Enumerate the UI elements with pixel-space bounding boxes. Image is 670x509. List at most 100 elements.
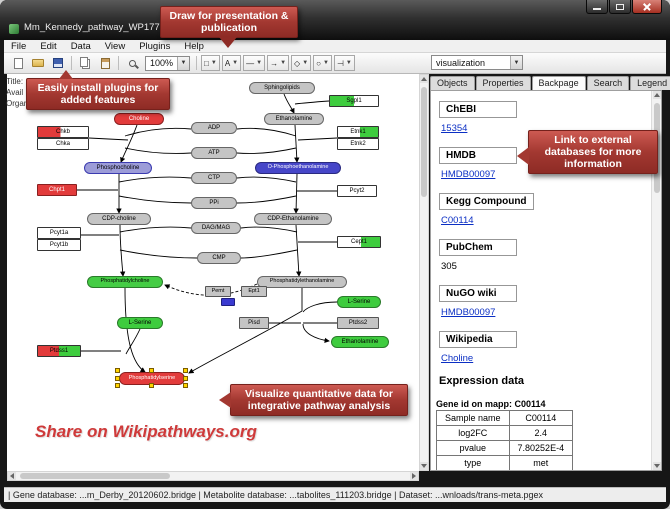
scroll-right-button[interactable] (410, 472, 418, 480)
horizontal-scroll-thumb[interactable] (20, 473, 170, 479)
minimize-button[interactable] (586, 0, 608, 14)
menu-help[interactable]: Help (184, 40, 204, 52)
interaction-tool[interactable]: ⊣▼ (333, 55, 355, 71)
canvas-horizontal-scrollbar[interactable] (7, 471, 419, 481)
pathway-node-atp[interactable]: ATP (191, 147, 237, 159)
backpage-value-kegg-compound[interactable]: C00114 (441, 215, 474, 226)
pathway-node-chkb[interactable]: Chkb (37, 126, 89, 138)
selection-handle[interactable] (183, 375, 188, 381)
pathway-edge (295, 224, 302, 277)
save-icon (53, 58, 63, 68)
pathway-node-chpt1[interactable]: Chpt1 (37, 184, 77, 196)
toolbar-separator (196, 56, 198, 70)
backpage-value-pubchem: 305 (441, 261, 457, 272)
pathway-node-ept1[interactable]: Ept1 (241, 286, 267, 297)
backpage-value-wikipedia[interactable]: Choline (441, 353, 474, 364)
pathway-node-cdp-choline[interactable]: CDP-choline (87, 213, 151, 225)
scroll-left-button[interactable] (8, 472, 16, 480)
save-button[interactable] (49, 55, 67, 71)
pathway-node-ptdss1[interactable]: Ptdss1 (37, 345, 81, 357)
pathway-node-pcyt1b[interactable]: Pcyt1b (37, 239, 81, 251)
selection-handle[interactable] (115, 375, 120, 381)
paste-button[interactable] (96, 55, 114, 71)
pathway-node-ptdss2[interactable]: Ptdss2 (337, 317, 379, 329)
toolbar: 100% ▼ □▼A▼—▼→▼◇▼○▼⊣▼ visualization ▼ (4, 53, 666, 74)
visualization-combobox[interactable]: visualization ▼ (431, 55, 523, 70)
pathway-node-pcyt2[interactable]: Pcyt2 (337, 185, 377, 197)
line-tool[interactable]: —▼ (243, 55, 266, 71)
ellipse-tool[interactable]: ○▼ (313, 55, 332, 71)
pathway-edge (236, 147, 297, 154)
zoom-button[interactable] (123, 55, 141, 71)
pathway-node-o-phosphoethanolamine[interactable]: O-Phosphoethanolamine (255, 162, 341, 174)
pathway-node-pemt[interactable]: Pemt (205, 286, 231, 297)
backpage-value-chebi[interactable]: 15354 (441, 123, 468, 134)
pathway-node-ethanolamine-bottom[interactable]: Ethanolamine (331, 336, 389, 348)
table-cell: log2FC (436, 425, 510, 441)
menu-edit[interactable]: Edit (40, 40, 57, 52)
tab-properties[interactable]: Properties (475, 76, 531, 90)
pathway-edge (118, 176, 192, 183)
triangle-right-icon (412, 473, 416, 479)
pathway-node-dag-mag[interactable]: DAG/MAG (191, 222, 241, 234)
tab-objects[interactable]: Objects (430, 76, 475, 90)
shape-tool[interactable]: ◇▼ (291, 55, 312, 71)
menu-data[interactable]: Data (70, 40, 91, 52)
selection-handle[interactable] (115, 383, 120, 388)
chevron-down-icon[interactable]: ▼ (510, 56, 522, 69)
tab-legend[interactable]: Legend (630, 76, 670, 90)
menu-file[interactable]: File (11, 40, 27, 52)
label-tool[interactable]: A▼ (221, 55, 242, 71)
backpage-value-nugo-wiki[interactable]: HMDB00097 (441, 307, 496, 318)
scroll-down-button[interactable] (653, 462, 661, 470)
pathway-node-cept1[interactable]: Cept1 (337, 236, 381, 248)
zoom-combobox[interactable]: 100% ▼ (145, 55, 191, 71)
pathway-node-etnk1[interactable]: Etnk1 (337, 126, 379, 138)
selection-handle[interactable] (149, 368, 154, 373)
menu-view[interactable]: View (104, 40, 126, 52)
datanode-tool[interactable]: □▼ (201, 55, 220, 71)
pathway-node-adp[interactable]: ADP (191, 122, 237, 134)
tab-search[interactable]: Search (586, 76, 630, 90)
open-button[interactable] (29, 55, 47, 71)
pathway-node-l-serine-left[interactable]: L-Serine (117, 317, 163, 329)
close-button[interactable] (632, 0, 662, 14)
pathway-node-cdp-ethanolamine[interactable]: CDP-Ethanolamine (254, 213, 332, 225)
ellipse-tool-icon: ○ (316, 58, 321, 68)
pathway-node-pcyt1a[interactable]: Pcyt1a (37, 227, 81, 239)
selection-handle[interactable] (183, 383, 188, 388)
scroll-down-button[interactable] (420, 462, 428, 470)
pathway-node-cmp[interactable]: CMP (197, 252, 241, 264)
pathway-node-data-box[interactable] (221, 298, 235, 306)
maximize-button[interactable] (609, 0, 631, 14)
status-bar: | Gene database: ...m_Derby_20120602.bri… (4, 487, 666, 502)
pathway-node-chka[interactable]: Chka (37, 138, 89, 150)
pathway-node-phosphatidylethanolamine[interactable]: Phosphatidylethanolamine (257, 276, 347, 288)
title-bar[interactable]: Mm_Kennedy_pathway_WP1771_45176.gpml (0, 0, 670, 40)
pathway-node-ctp[interactable]: CTP (191, 172, 237, 184)
pathway-node-choline[interactable]: Choline (114, 113, 164, 125)
pathway-node-l-serine-right[interactable]: L-Serine (337, 296, 381, 308)
vertical-scroll-thumb[interactable] (421, 87, 427, 197)
menu-plugins[interactable]: Plugins (139, 40, 171, 52)
pathway-node-pisd[interactable]: Pisd (239, 317, 269, 329)
tab-backpage[interactable]: Backpage (531, 76, 586, 90)
backpage-value-hmdb[interactable]: HMDB00097 (441, 169, 496, 180)
pathway-node-sphingolipids[interactable]: Sphingolipids (249, 82, 315, 94)
pathway-node-ethanolamine-top[interactable]: Ethanolamine (264, 113, 324, 125)
pathway-node-etnk2[interactable]: Etnk2 (337, 138, 379, 150)
pathway-node-ppi[interactable]: PPi (191, 197, 237, 209)
pathway-node-phosphatidylcholine[interactable]: Phosphatidylcholine (87, 276, 163, 288)
chevron-down-icon[interactable]: ▼ (177, 56, 190, 70)
copy-button[interactable] (76, 55, 94, 71)
arrow-tool[interactable]: →▼ (267, 55, 290, 71)
selection-handle[interactable] (183, 368, 188, 373)
new-button[interactable] (9, 55, 27, 71)
scroll-up-button[interactable] (653, 91, 661, 99)
pathway-node-sgpl1[interactable]: Sgpl1 (329, 95, 379, 107)
scroll-up-button[interactable] (420, 75, 428, 83)
pathway-node-phosphocholine[interactable]: Phosphocholine (84, 162, 152, 174)
selection-handle[interactable] (115, 368, 120, 373)
canvas-vertical-scrollbar[interactable] (419, 74, 429, 471)
selection-handle[interactable] (149, 383, 154, 388)
